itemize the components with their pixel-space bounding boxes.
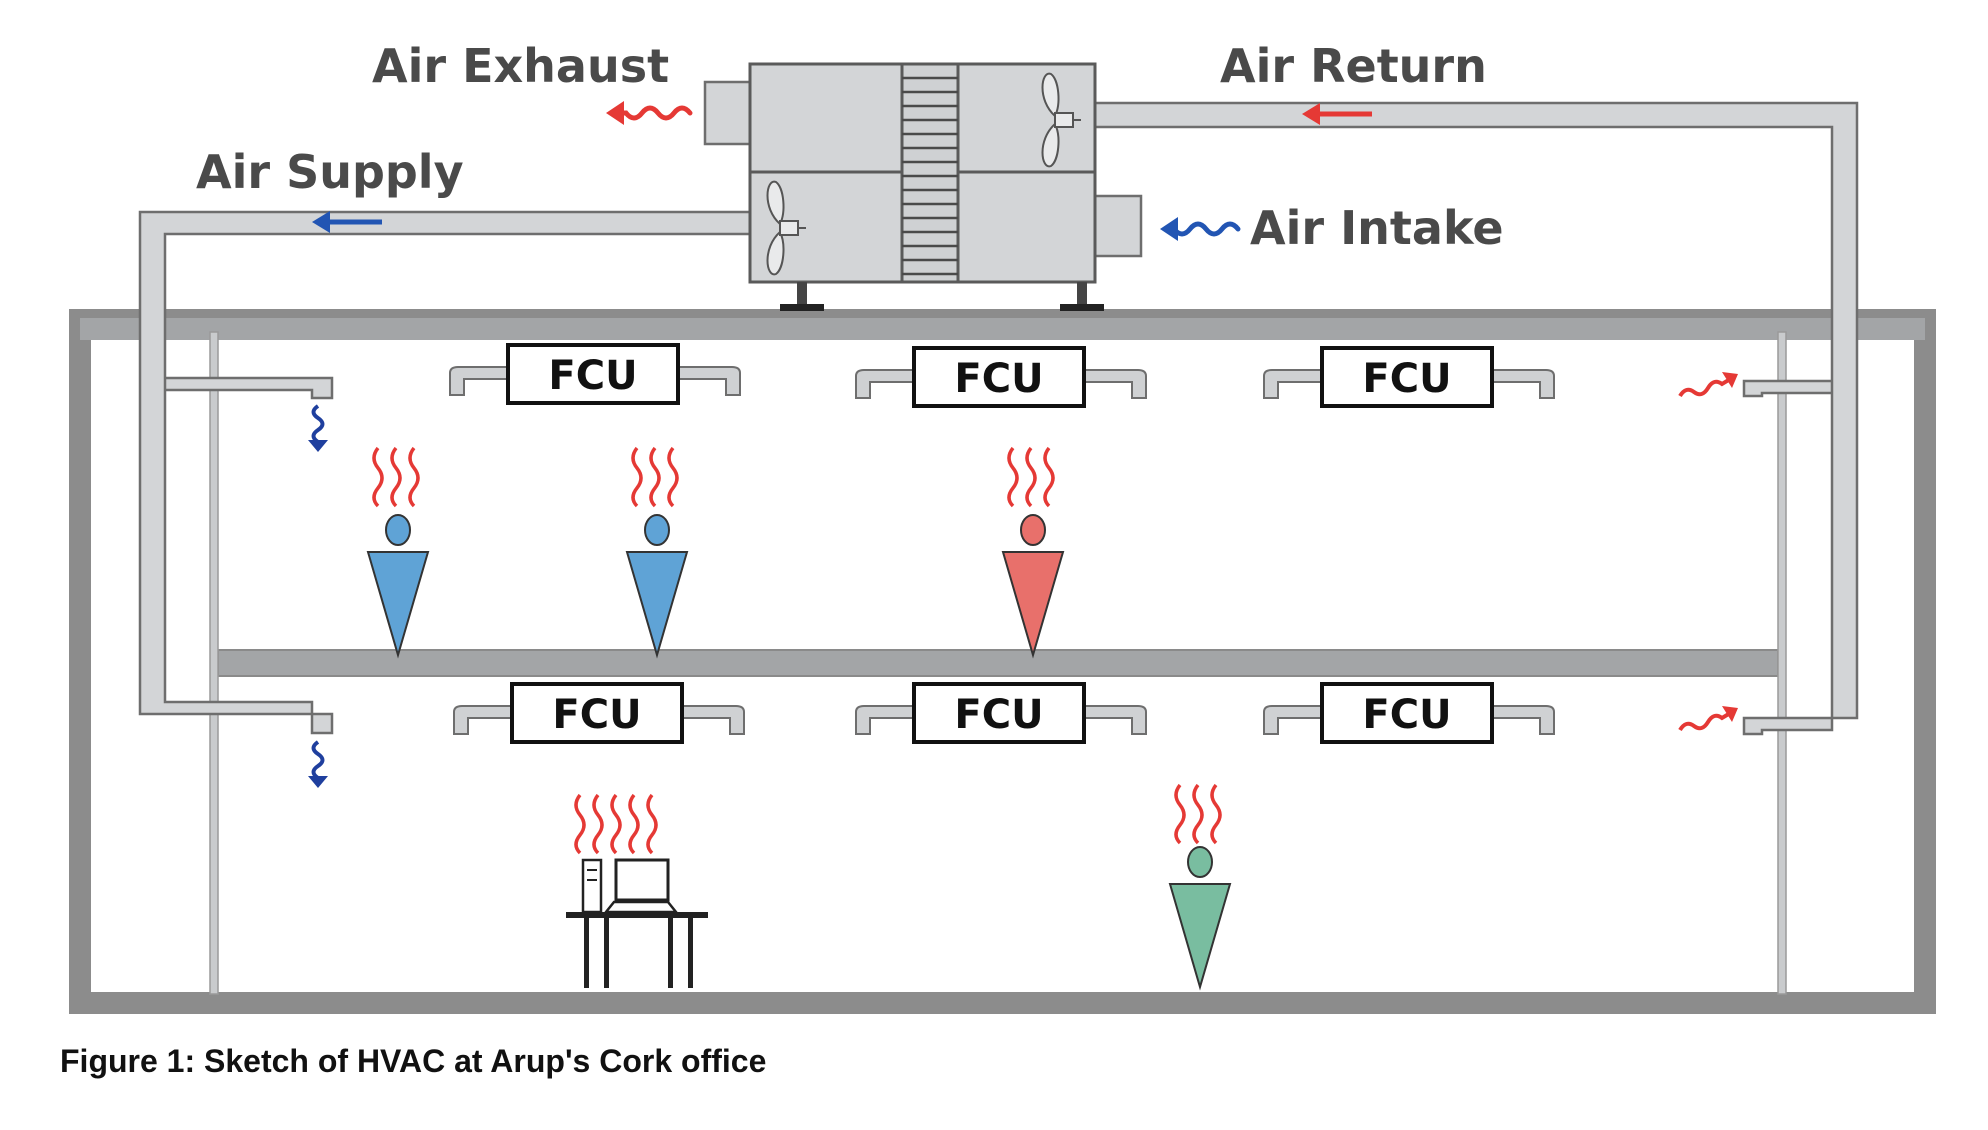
heat-waves — [372, 446, 1222, 855]
exhaust-duct — [703, 80, 755, 146]
ahu-foot-left — [797, 282, 807, 306]
ahu-foot-right — [1077, 282, 1087, 306]
return-arrow-icon — [1302, 103, 1372, 125]
fcu-unit: FCU — [855, 346, 1147, 408]
workstation — [566, 858, 708, 988]
return-grille-flow-icon — [1678, 372, 1738, 398]
fan-icon — [1041, 72, 1081, 168]
occupant-icon — [366, 514, 430, 659]
occupant-icon — [1168, 846, 1232, 991]
left-column — [209, 331, 219, 995]
figure-caption: Figure 1: Sketch of HVAC at Arup's Cork … — [60, 1043, 766, 1079]
occupant-icon — [1001, 514, 1065, 659]
desk-icon — [566, 912, 708, 988]
computer-icon — [581, 858, 679, 914]
air-return-label: Air Return — [1220, 39, 1487, 93]
fcu-unit: FCU — [453, 682, 745, 744]
supply-duct — [138, 210, 752, 735]
return-duct — [1093, 101, 1859, 736]
heat-wave-icon — [1174, 783, 1222, 845]
heat-exchanger — [900, 62, 960, 284]
heat-wave-icon — [631, 446, 679, 508]
intake-arrow-icon — [1160, 217, 1241, 241]
occupant-icon — [625, 514, 689, 659]
fcu-label: FCU — [954, 356, 1043, 402]
air-supply-label: Air Supply — [196, 145, 464, 199]
supply-diffuser-flow-icon — [308, 740, 328, 788]
fcu-unit: FCU — [449, 343, 741, 405]
ductwork — [138, 80, 1859, 736]
intake-duct — [1093, 194, 1143, 258]
middle-floor-slab — [217, 649, 1779, 677]
right-column — [1777, 331, 1787, 995]
fan-icon — [766, 180, 806, 276]
heat-wave-icon — [1007, 446, 1055, 508]
roof-slab — [80, 318, 1925, 340]
fcu-label: FCU — [1362, 356, 1451, 402]
fcu-unit: FCU — [1263, 346, 1555, 408]
fcu-label: FCU — [954, 692, 1043, 738]
fcu-unit: FCU — [855, 682, 1147, 744]
heat-wave-icon — [372, 446, 420, 508]
air-intake-label: Air Intake — [1250, 201, 1504, 255]
air-exhaust-label: Air Exhaust — [372, 39, 669, 93]
flow-arrows — [308, 101, 1738, 788]
fcu-label: FCU — [548, 353, 637, 399]
building — [69, 309, 1936, 1014]
supply-arrow-icon — [312, 211, 382, 233]
return-grille-flow-icon — [1678, 706, 1738, 732]
supply-diffuser-flow-icon — [308, 404, 328, 452]
air-handling-unit — [748, 62, 1104, 311]
fcu-label: FCU — [552, 692, 641, 738]
fcu-unit: FCU — [1263, 682, 1555, 744]
fcu-label: FCU — [1362, 692, 1451, 738]
exhaust-arrow-icon — [606, 101, 693, 125]
heat-wave-icon — [574, 793, 658, 855]
